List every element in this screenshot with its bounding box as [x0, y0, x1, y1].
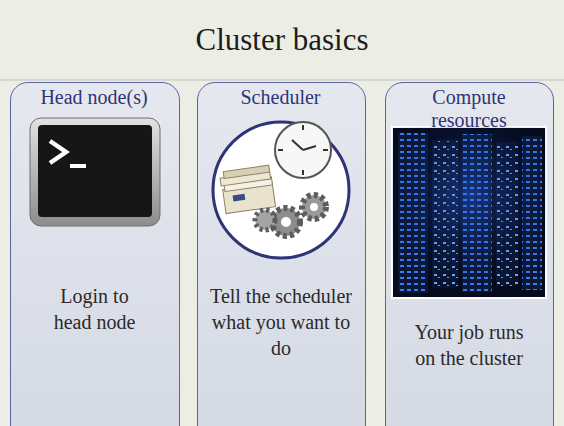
column-heading: Head node(s) [17, 86, 171, 109]
column-panel: Compute resourcesYour job runs on the cl… [385, 82, 554, 426]
column-caption: Login to head node [54, 283, 136, 335]
server-photo [392, 127, 546, 298]
column-caption: Tell the scheduler what you want to do [206, 283, 356, 361]
terminal-icon [30, 118, 160, 226]
column-heading: Scheduler [204, 86, 357, 109]
scheduler-icon [213, 122, 349, 258]
panel-fill [385, 82, 554, 426]
title-rule [0, 79, 564, 81]
column-panel: Head node(s) Login to head node [10, 82, 180, 426]
slide-title: Cluster basics [0, 22, 564, 58]
panel-fill [10, 82, 180, 426]
column-caption: Your job runs on the cluster [413, 319, 525, 371]
column-heading: Compute resources [413, 86, 525, 132]
panel-fill [197, 82, 366, 426]
column-panel: SchedulerTell the scheduler what you wan… [197, 82, 366, 426]
